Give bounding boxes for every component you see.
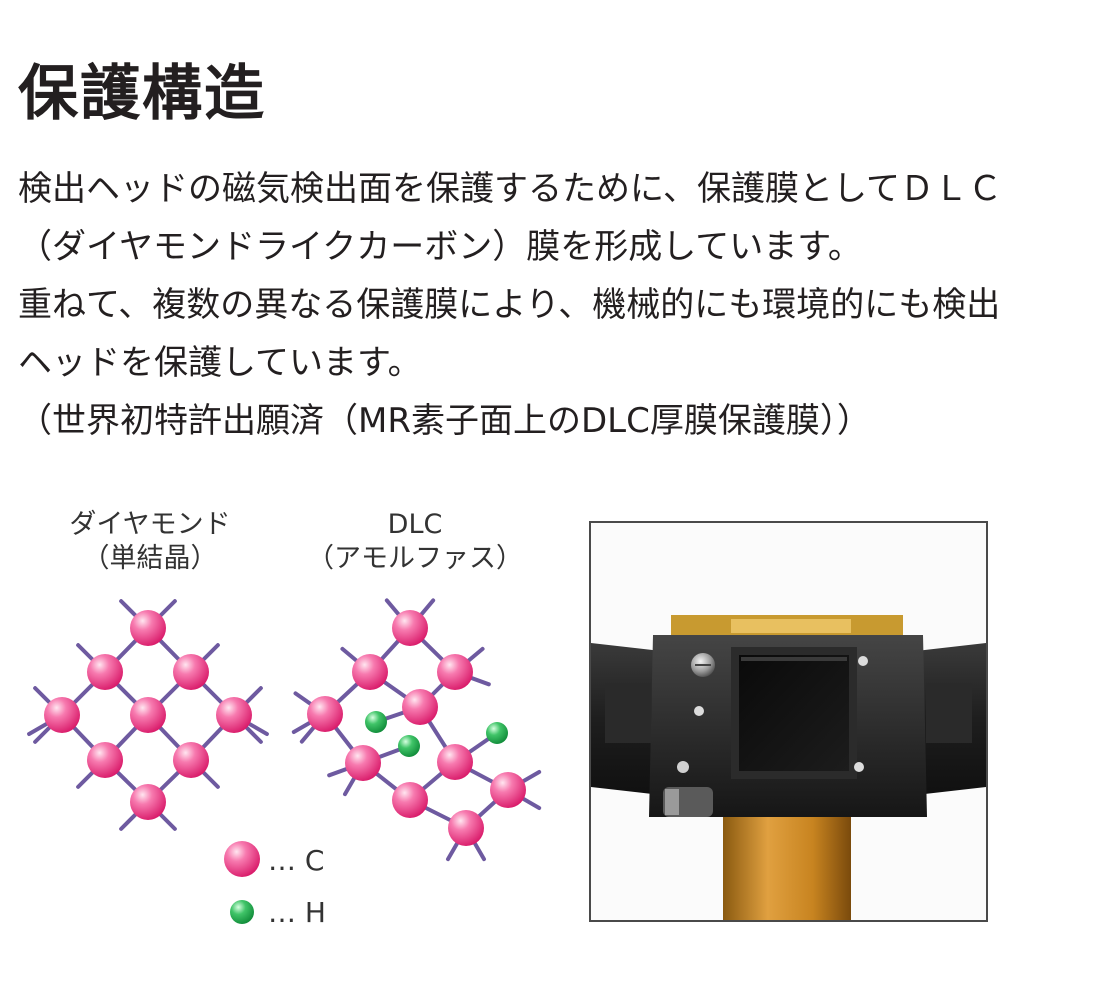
carbon-atom (130, 610, 166, 646)
body-line: 検出ヘッドの磁気検出面を保護するために、保護膜としてＤＬＣ (18, 169, 1002, 209)
carbon-atom (490, 772, 526, 808)
legend-hydrogen-label: … H (268, 896, 326, 929)
body-line: （世界初特許出願済（MR素子面上のDLC厚膜保護膜）） (18, 401, 871, 441)
bolt-highlight (665, 789, 679, 815)
body-text: 検出ヘッドの磁気検出面を保護するために、保護膜としてＤＬＣ （ダイヤモンドライク… (18, 160, 1108, 450)
carbon-atom (173, 742, 209, 778)
detection-window (739, 655, 849, 771)
section-title: 保護構造 (18, 59, 266, 129)
sensor-head-illustration (591, 615, 986, 920)
legend-carbon-atom-icon (224, 841, 260, 877)
body-line: 重ねて、複数の異なる保護膜により、機械的にも環境的にも検出 (18, 285, 1001, 325)
rivet-icon (694, 706, 704, 716)
carbon-atom (87, 742, 123, 778)
carbon-atom (437, 654, 473, 690)
carbon-atom (402, 689, 438, 725)
body-line: ヘッドを保護しています。 (18, 343, 422, 383)
sensor-head-photo (589, 521, 988, 922)
carbon-atom (345, 745, 381, 781)
carbon-atom (392, 782, 428, 818)
diamond-caption-sub: （単結晶） (82, 543, 218, 574)
diamond-caption: ダイヤモンド （単結晶） (45, 508, 255, 576)
window-edge (741, 657, 847, 661)
dlc-caption: DLC （アモルファス） (300, 508, 530, 576)
carbon-atom (216, 697, 252, 733)
legend-carbon-label: … C (268, 844, 324, 877)
rivet-icon (677, 761, 689, 773)
rivet-icon (854, 762, 864, 772)
dlc-lattice (291, 598, 542, 862)
legend-hydrogen-atom-icon (230, 900, 254, 924)
carbon-atom (87, 654, 123, 690)
structure-diagram: … C … H (27, 598, 542, 929)
carbon-atom (448, 810, 484, 846)
body-line: （ダイヤモンドライクカーボン）膜を形成しています。 (18, 227, 862, 267)
flex-cable (723, 813, 851, 920)
right-arm-recess (926, 683, 972, 743)
carbon-atom (392, 610, 428, 646)
gold-strip-highlight (731, 619, 851, 633)
carbon-atom (352, 654, 388, 690)
hydrogen-atom (486, 722, 508, 744)
diamond-caption-name: ダイヤモンド (69, 509, 231, 540)
left-arm-recess (605, 683, 651, 743)
carbon-atom (437, 744, 473, 780)
carbon-atom (130, 697, 166, 733)
legend: … C … H (224, 841, 326, 929)
hydrogen-atom (365, 711, 387, 733)
carbon-atom (44, 697, 80, 733)
hydrogen-atom (398, 735, 420, 757)
carbon-atom (130, 784, 166, 820)
dlc-caption-name: DLC (387, 509, 443, 540)
diamond-lattice (27, 599, 269, 831)
carbon-atom (173, 654, 209, 690)
carbon-atom (307, 696, 343, 732)
rivet-icon (858, 656, 868, 666)
dlc-caption-sub: （アモルファス） (307, 543, 523, 574)
